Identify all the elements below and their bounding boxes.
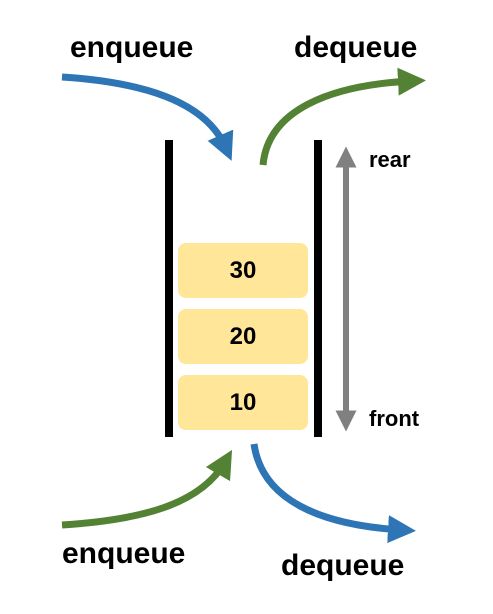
- front-label: front: [369, 406, 420, 431]
- enqueue-top-label: enqueue: [70, 31, 194, 64]
- rear-label: rear: [369, 147, 411, 172]
- enqueue-bottom-arrow: [61, 449, 233, 529]
- queue-cell-front: 10: [178, 375, 308, 430]
- dequeue-bottom-label: dequeue: [281, 549, 405, 582]
- dequeue-top-arrow: [259, 67, 426, 166]
- queue-cell-rear: 30: [178, 243, 308, 298]
- enqueue-top-arrow: [61, 73, 234, 161]
- enqueue-bottom-label: enqueue: [62, 537, 186, 570]
- dequeue-top-label: dequeue: [294, 31, 418, 64]
- dequeue-bottom-arrow: [250, 443, 416, 544]
- queue-cell-middle: 20: [178, 309, 308, 364]
